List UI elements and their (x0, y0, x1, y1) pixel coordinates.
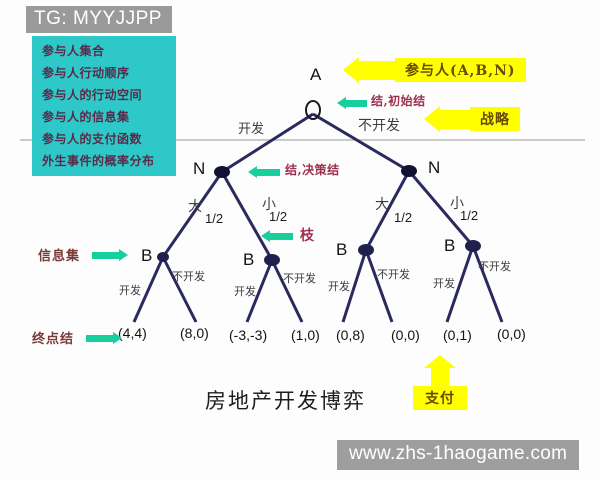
node-N1 (214, 166, 230, 178)
edge-N2-B4 (407, 170, 475, 247)
label-node-B4: B (444, 236, 456, 255)
prob-N1-left: 1/2 (205, 211, 224, 226)
callout-strategy-label: 战略 (470, 107, 520, 131)
edge-label-root-right: 不开发 (358, 118, 400, 134)
node-B3 (358, 244, 374, 256)
definition-line: 参与人的信息集 (42, 110, 130, 124)
node-B1 (157, 252, 169, 262)
annotation-terminal-node: 终点结 (32, 332, 75, 347)
callout-stem (440, 109, 470, 129)
definition-line: 参与人行动顺序 (42, 66, 130, 80)
annotation-initial-node: 结,初始结 (371, 94, 426, 108)
edge-O-N2 (312, 112, 410, 173)
edge-label-B3-right: 不开发 (377, 268, 410, 281)
node-B2 (264, 254, 280, 266)
arrow-initial-node (337, 97, 367, 109)
edge-N1-B2 (220, 171, 274, 261)
edge-B3-T6 (364, 249, 394, 323)
edge-label-B2-right: 不开发 (283, 272, 316, 285)
edge-label-B4-right: 不开发 (478, 260, 511, 273)
edge-label-B4-left: 开发 (433, 277, 455, 290)
edge-B1-T2 (161, 256, 198, 323)
watermark-bottom-right: www.zhs-1haogame.com (337, 440, 580, 470)
definition-line: 参与人的行动空间 (42, 88, 143, 102)
label-node-N2: N (428, 158, 441, 177)
annotation-information-set: 信息集 (38, 249, 81, 264)
arrow-left-icon (343, 57, 359, 83)
arrow-up-icon (424, 355, 456, 368)
definition-line: 外生事件的概率分布 (42, 154, 155, 168)
payoff-value: (0,0) (391, 327, 420, 343)
label-root-player: A (310, 65, 322, 84)
payoff-value: (-3,-3) (229, 327, 268, 343)
edge-O-N1 (221, 112, 314, 174)
callout-players: 参与人(A,B,N) (343, 57, 526, 83)
edge-label-B1-right: 不开发 (172, 270, 205, 283)
label-node-B1: B (141, 246, 153, 265)
watermark-top-left: TG: MYYJJPP (26, 6, 172, 33)
label-node-N1: N (193, 159, 206, 178)
definition-line: 参与人的支付函数 (42, 132, 143, 146)
edge-B1-T1 (132, 256, 165, 323)
callout-payoff: 支付 (413, 355, 467, 410)
payoff-value: (8,0) (180, 325, 209, 341)
payoff-value: (0,0) (497, 326, 526, 342)
prob-N2-left: 1/2 (394, 210, 413, 225)
definition-panel: 参与人集合 参与人行动顺序 参与人的行动空间 参与人的信息集 参与人的支付函数 … (32, 36, 176, 176)
node-O (305, 100, 321, 120)
prob-N1-right: 1/2 (269, 209, 288, 224)
edge-label-B2-left: 开发 (234, 285, 256, 298)
arrow-information-set (92, 249, 128, 261)
edge-B2-T4 (270, 259, 304, 323)
payoff-value: (0,8) (336, 327, 365, 343)
page-title: 房地产开发博弈 (205, 389, 366, 413)
payoff-value: (4,4) (118, 325, 147, 341)
edge-label-B1-left: 开发 (119, 284, 141, 297)
callout-strategy: 战略 (424, 106, 520, 132)
edge-N1-B1 (161, 171, 224, 258)
edge-label-N2-right: 小 (450, 196, 464, 212)
edge-label-N2-left: 大 (375, 197, 389, 213)
label-node-B3: B (336, 240, 348, 259)
callout-stem (431, 368, 449, 386)
edge-label-B3-left: 开发 (328, 280, 350, 293)
node-B4 (465, 240, 481, 252)
arrow-decision-node (248, 166, 280, 178)
definition-line: 参与人集合 (42, 44, 105, 58)
edge-N2-B3 (364, 170, 411, 251)
payoff-value: (1,0) (291, 327, 320, 343)
edge-B4-T7 (445, 245, 475, 323)
callout-players-label: 参与人(A,B,N) (395, 58, 526, 82)
arrow-terminal-node (86, 332, 122, 344)
label-node-B2: B (243, 250, 255, 269)
arrow-left-icon (424, 106, 440, 132)
prob-N2-right: 1/2 (460, 208, 479, 223)
edge-B2-T3 (245, 259, 274, 323)
edge-B4-T8 (471, 245, 504, 323)
edge-label-N1-right: 小 (262, 197, 276, 213)
edge-B3-T5 (341, 249, 368, 323)
payoff-value: (0,1) (443, 327, 472, 343)
edge-label-N1-left: 大 (188, 199, 202, 215)
node-N2 (401, 165, 417, 177)
callout-payoff-label: 支付 (413, 386, 467, 410)
annotation-decision-node: 结,决策结 (285, 163, 340, 177)
callout-stem (359, 60, 395, 80)
annotation-branch: 枝 (300, 228, 315, 244)
edge-label-root-left: 开发 (238, 122, 265, 137)
arrow-branch (261, 230, 293, 242)
